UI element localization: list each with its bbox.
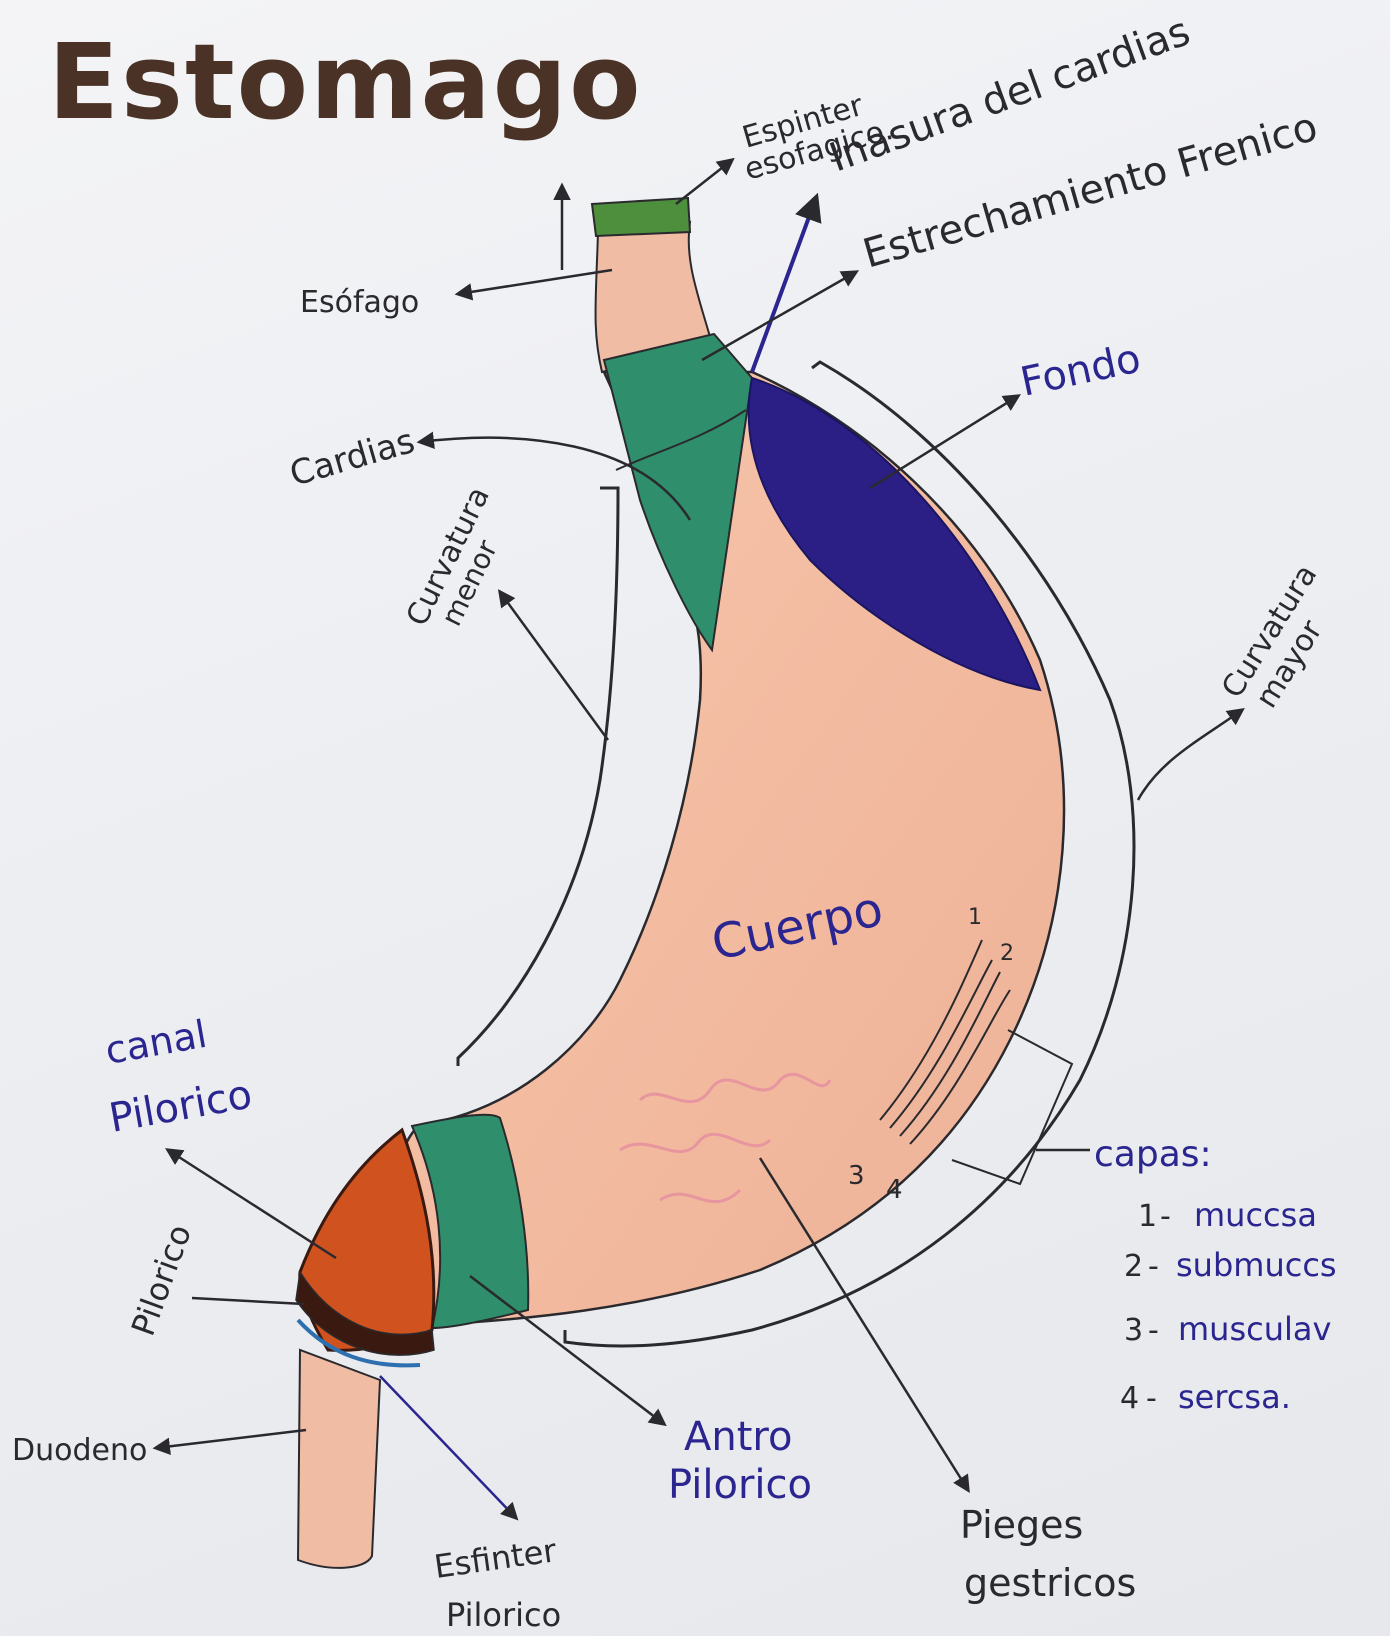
label-pliegues-2: gestricos [964, 1561, 1136, 1605]
label-esfinter-1: Esfinter [432, 1531, 560, 1586]
label-canal-2: Pilorico [106, 1072, 256, 1142]
layer-2-name: submuccs [1176, 1246, 1337, 1284]
label-antro-1: Antro [684, 1414, 792, 1460]
layer-4-name: sercsa. [1178, 1378, 1291, 1416]
pointer-curvatura-mayor [1138, 710, 1242, 800]
label-pliegues-1: Pieges [960, 1503, 1083, 1547]
pointer-esofago [458, 270, 612, 294]
pointer-estrechamiento [702, 272, 856, 360]
esfinter-esofagico-band [592, 198, 690, 236]
layer-2-num: 2 [1124, 1249, 1143, 1284]
layer-3-dash: - [1148, 1313, 1159, 1348]
layer-num-4: 4 [886, 1175, 903, 1205]
layers-legend: 1 - muccsa 2 - submuccs 3 - musculav 4 -… [1120, 1196, 1337, 1416]
layer-4-dash: - [1146, 1381, 1157, 1416]
pointer-duodeno [156, 1430, 306, 1448]
pointer-pilorico [192, 1298, 304, 1304]
layer-1-name: muccsa [1194, 1196, 1317, 1234]
layer-3-name: musculav [1178, 1310, 1331, 1348]
layer-num-1: 1 [968, 905, 982, 930]
label-cardias: Cardias [285, 421, 419, 495]
label-esofago: Esófago [300, 285, 419, 320]
label-duodeno: Duodeno [12, 1433, 147, 1468]
pointer-esfinter [380, 1376, 516, 1518]
layer-4-num: 4 [1120, 1381, 1139, 1416]
layer-2-dash: - [1148, 1249, 1159, 1284]
label-fondo: Fondo [1017, 336, 1145, 406]
layer-1-num: 1 [1138, 1199, 1157, 1234]
pointer-inasura [752, 198, 816, 372]
pointer-espinter [676, 160, 732, 204]
pointer-curvatura-menor [500, 592, 608, 740]
label-esfinter-2: Pilorico [446, 1596, 561, 1634]
label-pilorico: Pilorico [124, 1220, 199, 1341]
label-capas: capas: [1094, 1134, 1212, 1175]
layer-3-num: 3 [1124, 1313, 1143, 1348]
duodeno-shape [298, 1350, 380, 1568]
label-canal-1: canal [102, 1012, 210, 1073]
label-antro-2: Pilorico [668, 1462, 812, 1508]
layer-1-dash: - [1160, 1199, 1171, 1234]
layer-num-3: 3 [848, 1161, 865, 1191]
layer-num-2: 2 [1000, 941, 1014, 966]
diagram-title: Estomago [48, 21, 643, 143]
